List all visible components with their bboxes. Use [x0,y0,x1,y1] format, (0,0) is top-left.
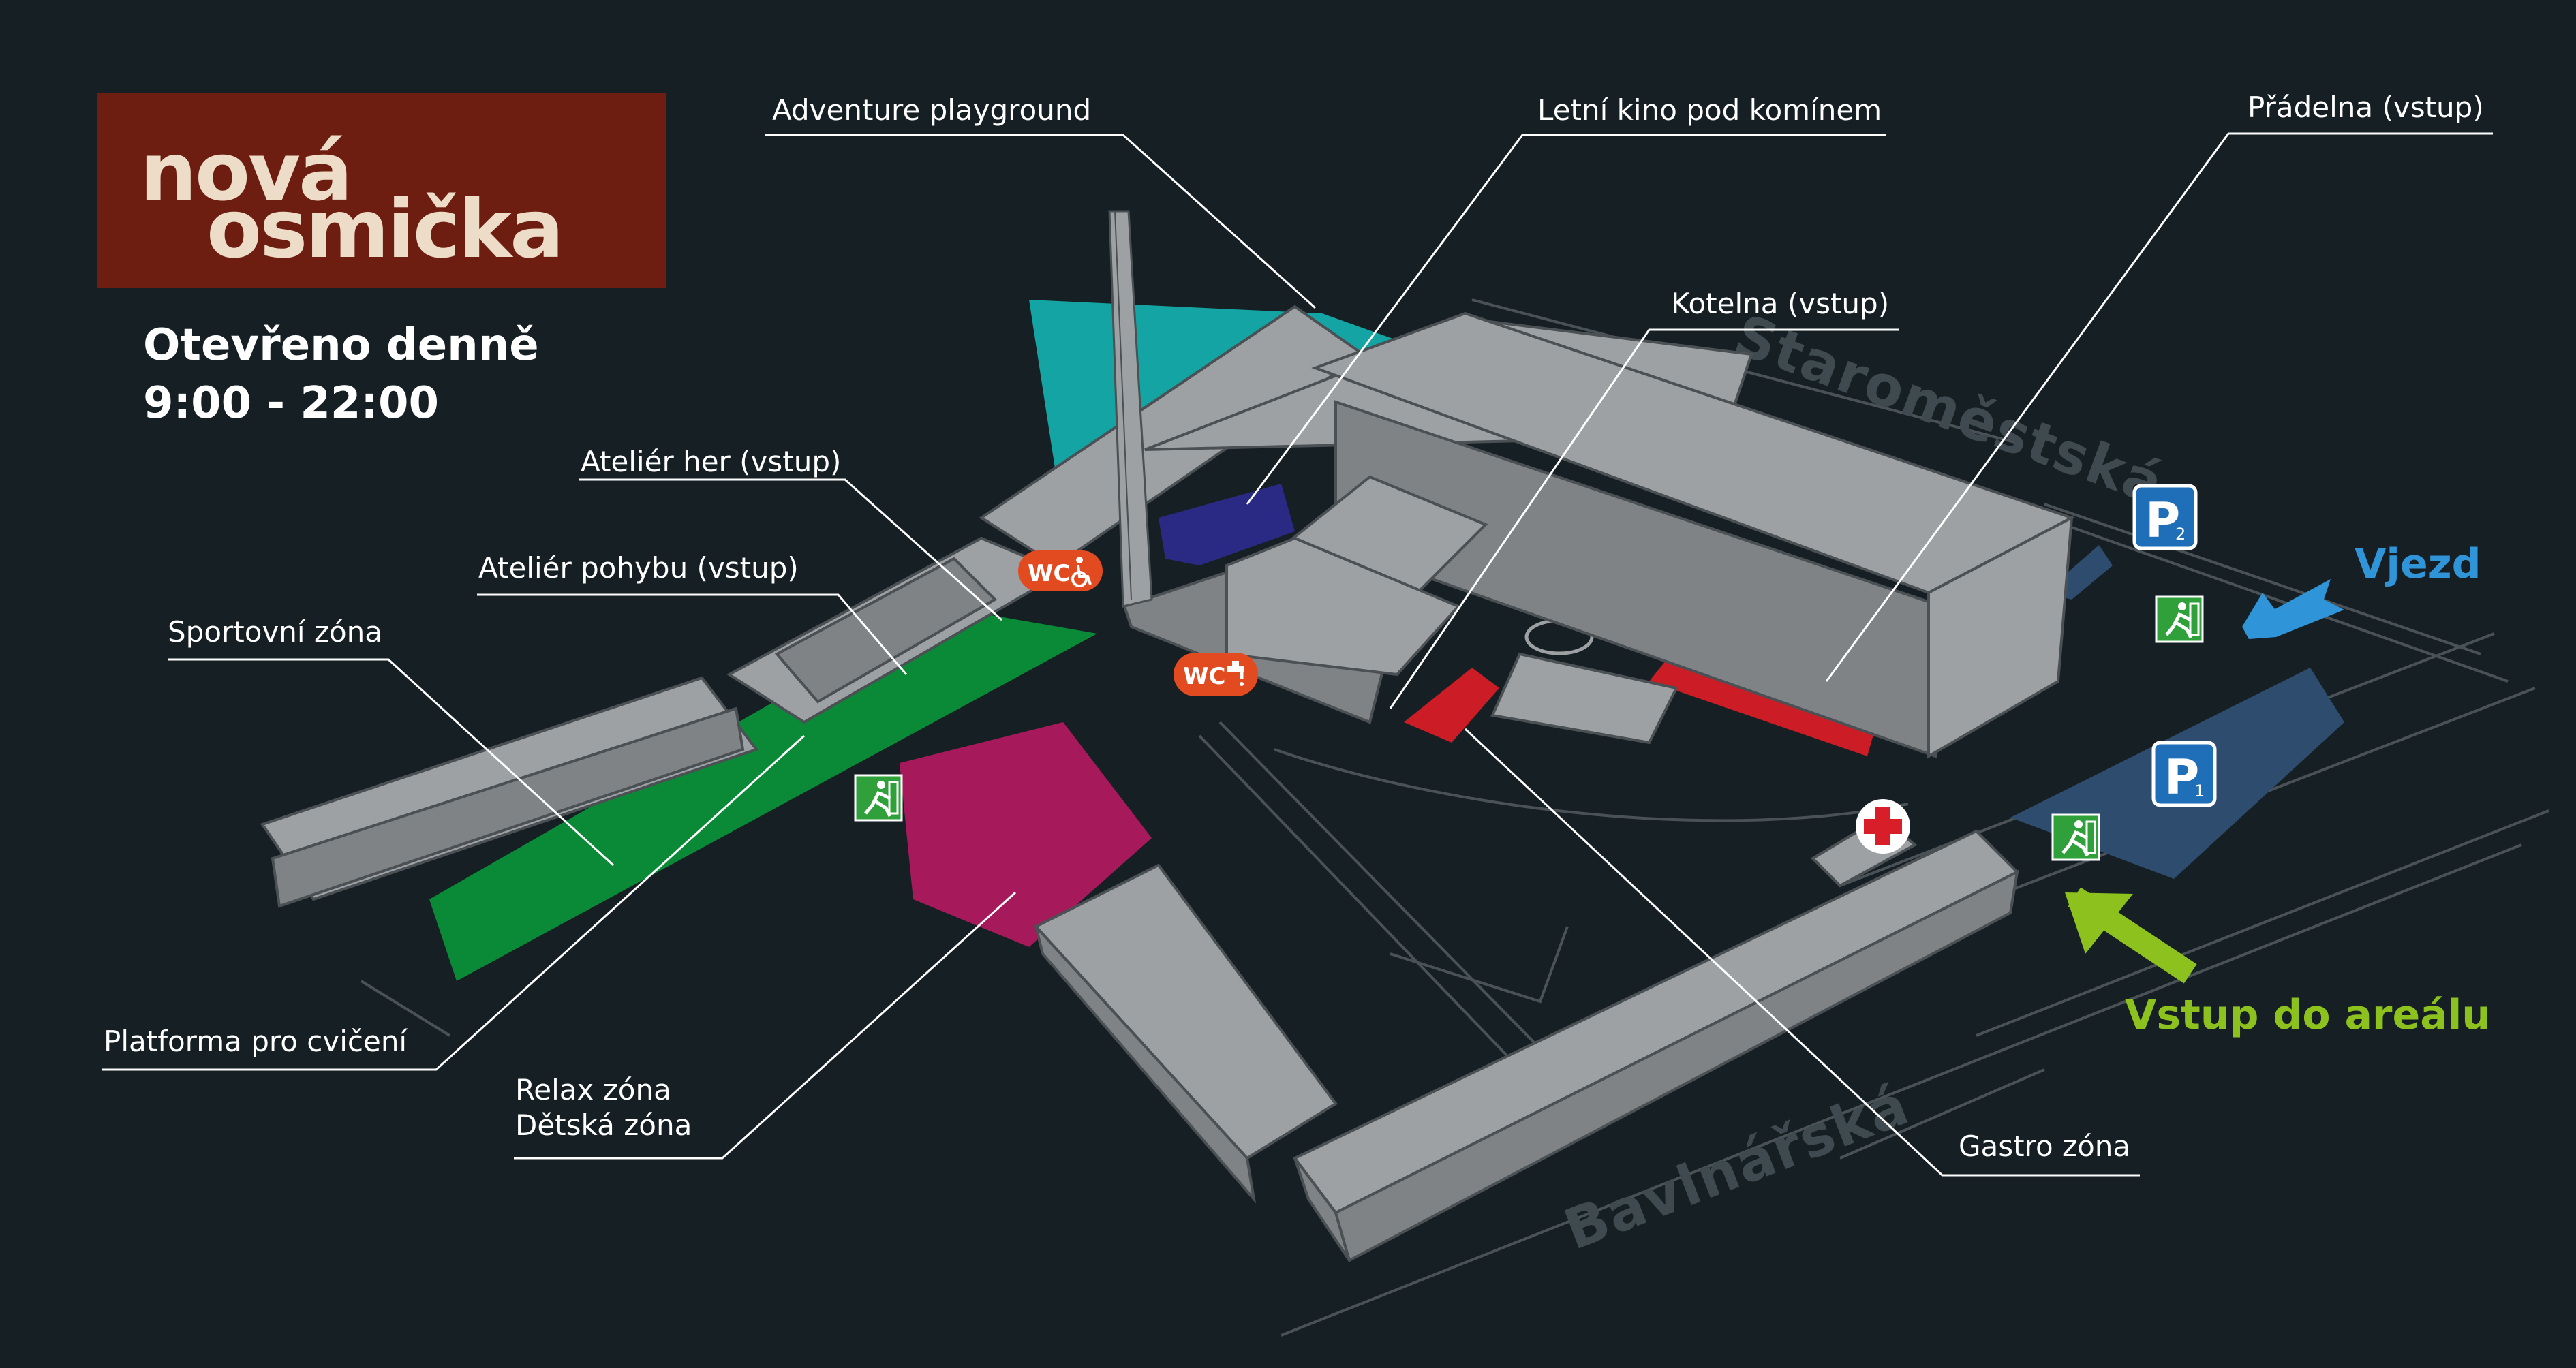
leader-lines [102,132,2493,1177]
kino-zone [1159,484,1295,565]
p1-number: 1 [2194,781,2205,800]
parking-icon-p2: P 2 [2132,484,2198,550]
label-letni-kino: Letní kino pod komínem [1537,93,1882,127]
wc-text-2: WC [1183,663,1225,690]
chimney [1108,210,1153,608]
p2-letter: P [2145,493,2180,548]
opening-hours: Otevřeno denně 9:00 - 22:00 [143,317,539,433]
label-vstup-do-arealu: Vstup do areálu [2125,991,2491,1039]
buildings [260,305,2076,1262]
label-adventure-playground: Adventure playground [772,93,1091,127]
opening-hours-title: Otevřeno denně [143,320,539,371]
label-kotelna: Kotelna (vstup) [1671,287,1889,320]
label-gastro-zona: Gastro zóna [1959,1130,2130,1163]
label-pradelna: Přádelna (vstup) [2248,91,2484,124]
emergency-exit-icon [854,774,903,822]
label-platforma: Platforma pro cvičení [104,1025,408,1058]
emergency-exit-icon [2155,595,2204,643]
logo-line2: osmička [206,182,564,276]
first-aid-icon [1856,799,1910,854]
wheelchair-icon [1071,557,1092,587]
label-detska-zona: Dětská zóna [515,1108,692,1142]
gastro-zone-left [1404,668,1499,743]
relax-zone [900,722,1152,947]
p2-number: 2 [2175,525,2186,544]
emergency-exit-icon [2051,813,2100,861]
vstup-arrow-icon [2065,887,2197,984]
sport-zone [429,606,1097,981]
logo-line1: nová [140,125,353,219]
wc-text: WC [1028,560,1070,587]
label-vjezd: Vjezd [2355,540,2481,588]
wc-water-badge: WC [1174,653,1258,696]
zone-labels: Adventure playground Letní kino pod komí… [104,91,2491,1163]
label-sportovni-zona: Sportovní zóna [168,615,382,649]
label-relax-zona: Relax zóna [515,1073,671,1106]
opening-hours-time: 9:00 - 22:00 [143,378,440,429]
water-tap-icon [1227,661,1244,686]
p1-letter: P [2164,749,2199,805]
vjezd-arrow-icon [2242,579,2344,639]
label-atelier-her: Ateliér her (vstup) [581,445,841,478]
logo: nová osmička [97,93,666,288]
parking-icon-p1: P 1 [2151,741,2217,807]
label-atelier-pohybu: Ateliér pohybu (vstup) [478,551,799,585]
wc-accessible-badge: WC [1018,550,1103,591]
